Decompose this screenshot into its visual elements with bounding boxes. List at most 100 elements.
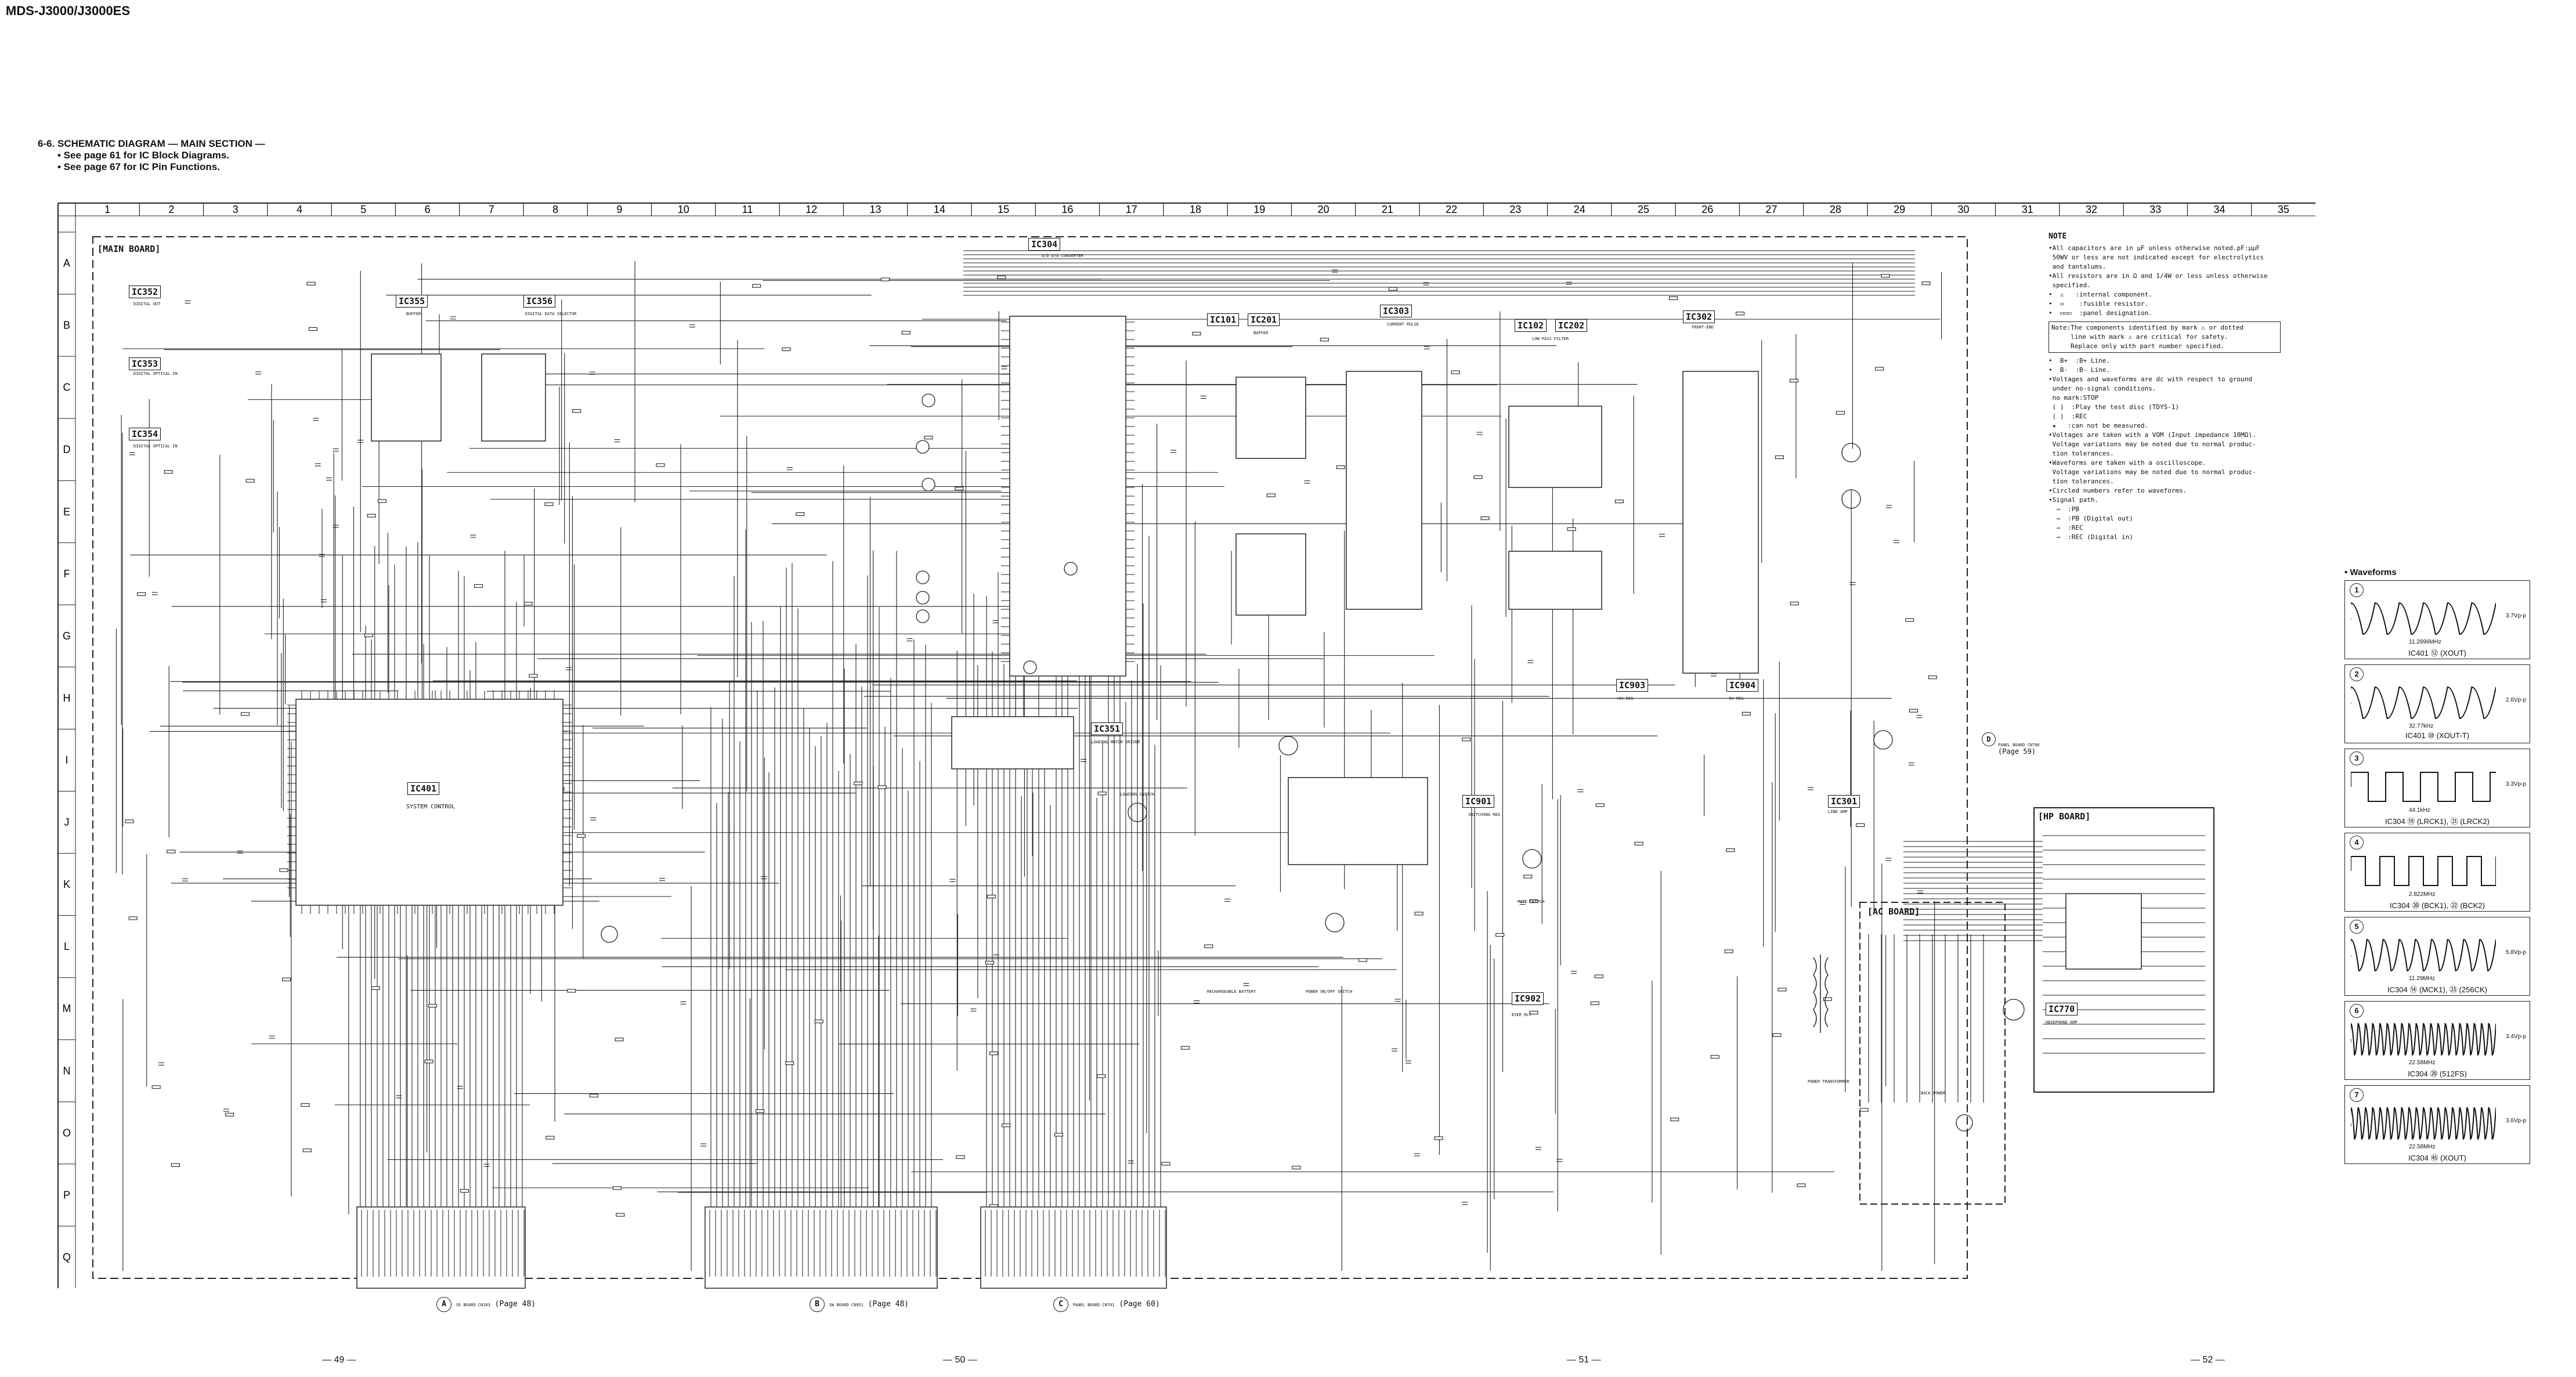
waveform-number: 6 bbox=[2350, 1004, 2364, 1018]
connector-a-label: A SD BOARD CN103 (Page 48) bbox=[436, 1297, 536, 1312]
grid-column-number: 18 bbox=[1190, 204, 1201, 215]
resistor bbox=[1266, 493, 1276, 497]
grid-column-number: 10 bbox=[678, 204, 689, 215]
waveform-path bbox=[2351, 1022, 2496, 1056]
waveform-caption: IC401 ⑩ (XOUT-T) bbox=[2405, 731, 2469, 740]
connector-d-label: D PANEL BOARD CN706 (Page 59) bbox=[1982, 732, 2040, 756]
grid-frame bbox=[57, 203, 2315, 1288]
grid-column-ticks bbox=[75, 203, 2252, 216]
grid-row-letter: O bbox=[63, 1127, 71, 1139]
resistor bbox=[529, 674, 538, 678]
connector-b-label: B SW BOARD CN951 (Page 48) bbox=[810, 1297, 909, 1312]
resistor bbox=[545, 1136, 555, 1140]
resistor bbox=[1567, 527, 1576, 531]
note-line: tion tolerances. bbox=[2048, 450, 2114, 457]
waveform-path bbox=[2351, 1107, 2496, 1140]
ic202-label: IC202 bbox=[1555, 319, 1588, 332]
note-line: ⇒ :PB (Digital out) bbox=[2048, 515, 2133, 522]
page-number-52: — 52 — bbox=[2191, 1355, 2225, 1365]
connector-a-text: SD BOARD CN103 bbox=[456, 1303, 490, 1307]
resistor bbox=[1388, 287, 1398, 291]
grid-column-number: 20 bbox=[1318, 204, 1329, 215]
resistor bbox=[616, 1213, 625, 1217]
ic102-desc: LOW-PASS FILTER bbox=[1532, 337, 1569, 341]
grid-column-number: 15 bbox=[998, 204, 1009, 215]
note-line: under no-signal conditions. bbox=[2048, 385, 2156, 392]
grid-column-number: 16 bbox=[1061, 204, 1073, 215]
ic901-body bbox=[1288, 777, 1428, 865]
ic354-label: IC354 bbox=[129, 428, 161, 440]
resistor bbox=[377, 499, 387, 503]
resistor bbox=[1726, 848, 1735, 852]
grid-column-number: 12 bbox=[805, 204, 817, 215]
grid-column-number: 11 bbox=[742, 204, 753, 215]
resistor bbox=[989, 1051, 998, 1056]
section-title: 6-6. SCHEMATIC DIAGRAM — MAIN SECTION — … bbox=[38, 138, 265, 173]
grid-row-letter: I bbox=[65, 754, 68, 766]
grid-column-number: 34 bbox=[2214, 204, 2225, 215]
ic356-body bbox=[481, 353, 546, 442]
ic302-label: IC302 bbox=[1683, 310, 1715, 323]
resistor bbox=[371, 986, 380, 990]
grid-row-letter: E bbox=[63, 506, 70, 518]
connector-c-text: PANEL BOARD CN701 bbox=[1072, 1303, 1115, 1307]
ic353-label: IC353 bbox=[129, 357, 161, 370]
ic355-body bbox=[371, 353, 442, 442]
note-line: ( ) :Play the test disc (TDYS-1) bbox=[2048, 403, 2180, 411]
ic201-label: IC201 bbox=[1248, 313, 1280, 326]
section-note-2: • See page 67 for IC Pin Functions. bbox=[57, 161, 220, 172]
waveform-path bbox=[2351, 856, 2496, 886]
ic903-desc: +5V REG bbox=[1616, 696, 1634, 701]
safety-note-line: Replace only with part number specified. bbox=[2051, 342, 2225, 350]
ic902-label: IC902 bbox=[1512, 992, 1544, 1005]
resistor bbox=[282, 977, 291, 981]
resistor bbox=[1358, 958, 1367, 962]
resistor bbox=[1909, 709, 1919, 713]
grid-column-number: 4 bbox=[297, 204, 302, 215]
grid-column-number: 24 bbox=[1574, 204, 1585, 215]
resistor bbox=[1836, 411, 1845, 415]
ic302-body bbox=[1682, 371, 1759, 674]
hp-board-title: [HP BOARD] bbox=[2038, 811, 2091, 822]
resistor bbox=[1320, 338, 1329, 342]
resistor bbox=[1823, 997, 1832, 1001]
resistor bbox=[656, 463, 665, 467]
note-line: • ⚠ :internal component. bbox=[2048, 291, 2152, 298]
waveforms-title: • Waveforms bbox=[2344, 568, 2397, 577]
resistor bbox=[1529, 899, 1538, 903]
connector-b-page: (Page 48) bbox=[868, 1300, 909, 1309]
connector-pins bbox=[361, 1210, 1166, 1277]
resistor bbox=[428, 1004, 437, 1008]
waveform-frequency: 2.822MHz bbox=[2409, 891, 2436, 898]
waveform-caption: IC304 ⑲ (LRCK1), ㉑ (LRCK2) bbox=[2385, 817, 2490, 826]
ic904-desc: -5V REG bbox=[1726, 696, 1744, 701]
waveform-path bbox=[2351, 602, 2496, 635]
note-line: • ▭▭▭ :panel designation. bbox=[2048, 309, 2152, 317]
connector-a-page: (Page 48) bbox=[494, 1300, 536, 1309]
resistor bbox=[1292, 1166, 1301, 1170]
grid-column-number: 6 bbox=[425, 204, 431, 215]
grid-column-number: 17 bbox=[1126, 204, 1137, 215]
resistor bbox=[589, 1094, 598, 1098]
note-line: ★ :can not be measured. bbox=[2048, 422, 2149, 429]
connector-b bbox=[704, 1206, 938, 1289]
grid-column-number: 26 bbox=[1701, 204, 1713, 215]
note-lines: •All capacitors are in µF unless otherwi… bbox=[2048, 244, 2298, 318]
ic352-label: IC352 bbox=[129, 285, 161, 298]
resistor bbox=[1634, 841, 1643, 845]
connector-c-marker: C bbox=[1053, 1297, 1068, 1312]
resistor bbox=[523, 602, 533, 606]
ic356-desc: DIGITAL DATA SELECTOR bbox=[525, 312, 577, 316]
ic354-desc: DIGITAL OPTICAL IN bbox=[133, 444, 178, 449]
ic352-desc: DIGITAL OUT bbox=[133, 302, 161, 306]
resistor bbox=[279, 868, 288, 872]
waveform-vpp: 3.6Vp-p bbox=[2505, 1118, 2526, 1124]
ic401-label: IC401 bbox=[407, 782, 440, 795]
grid-column-number: 7 bbox=[489, 204, 494, 215]
page-number-51: — 51 — bbox=[1567, 1355, 1601, 1365]
resistor bbox=[1724, 949, 1733, 953]
waveform-trace bbox=[2351, 856, 2496, 886]
